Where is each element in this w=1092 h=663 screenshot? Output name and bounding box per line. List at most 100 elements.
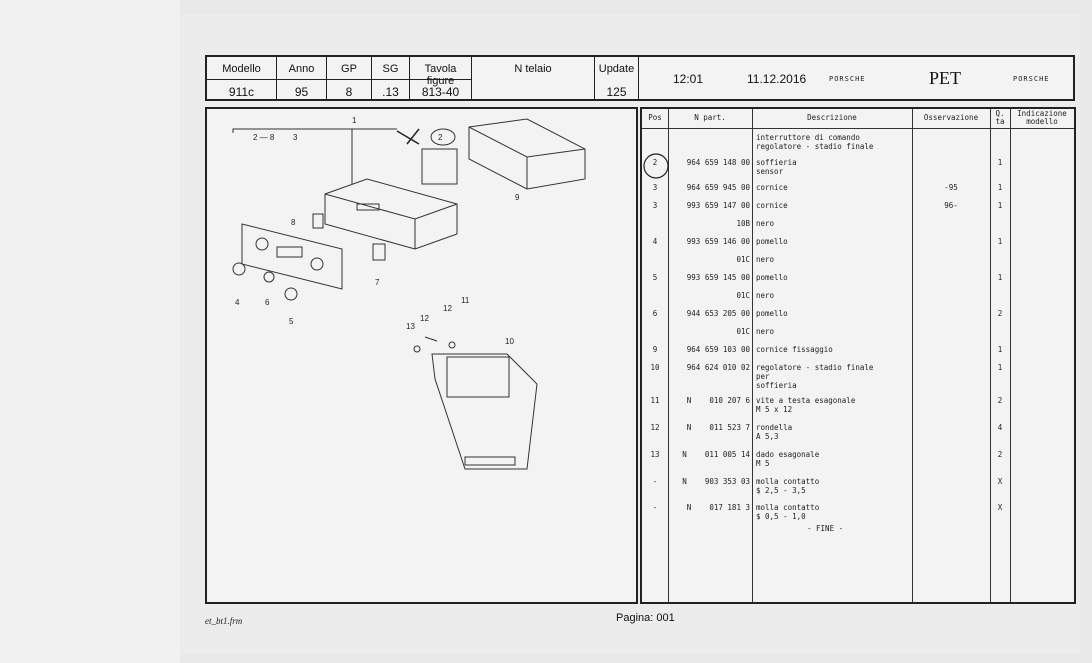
col-oss: Osservazione — [923, 113, 979, 122]
table-cell-qta: 2 — [997, 309, 1003, 318]
leader-line — [232, 128, 397, 133]
tavola-value: 813-40 — [421, 85, 460, 99]
update-cell: Update 125 — [595, 57, 639, 99]
table-cell-pos: 10 — [650, 363, 660, 372]
regulator-10 — [431, 353, 538, 470]
table-cell-pos: - — [652, 477, 658, 486]
regulator-block — [446, 356, 510, 398]
table-cell-qta: X — [997, 477, 1003, 486]
parts-drawing: 1 2 2 — 8 3 4 5 6 7 8 9 10 11 12 12 13 — [232, 116, 586, 470]
control-unit-slot — [356, 203, 380, 211]
modello-cell: Modello 911c — [207, 57, 277, 99]
table-cell-qta: 1 — [997, 183, 1003, 192]
table-cell-qta: 1 — [997, 237, 1003, 246]
header-table: Modello 911c Anno 95 GP 8 SG .13 Tavola … — [205, 55, 1075, 101]
table-cell-qta: 2 — [997, 450, 1003, 459]
fixing-frame-9 — [468, 118, 586, 190]
table-cell-qta: 1 — [997, 363, 1003, 372]
table-cell-part: 964 659 945 00 — [686, 183, 750, 192]
table-cell-part: 01C — [736, 255, 750, 264]
table-cell-qta: 4 — [997, 423, 1003, 432]
blower-sensor — [421, 148, 458, 185]
table-cell-desc: pomello — [756, 309, 788, 318]
sg-value: .13 — [382, 85, 399, 99]
porsche-logo-right: PORSCHE — [1013, 75, 1050, 83]
anno-value: 95 — [294, 85, 309, 99]
table-cell-desc: nero — [756, 255, 775, 264]
callout-10: 10 — [505, 337, 514, 346]
parts-table: Pos N part. Descrizione Osservazione Q. … — [640, 107, 1076, 604]
telaio-cell: N telaio — [472, 57, 595, 99]
pos-circle-annotation — [643, 153, 669, 179]
table-cell-desc: cornice fissaggio — [756, 345, 833, 354]
callout-11: 11 — [461, 296, 470, 305]
footer-file: et_bt1.frm — [205, 616, 243, 626]
table-cell-part: N 017 181 3 — [686, 503, 750, 512]
table-cell-pos: - — [652, 503, 658, 512]
left-margin — [0, 0, 180, 663]
table-cell-desc: pomello — [756, 273, 788, 282]
callout-5: 5 — [289, 317, 294, 326]
table-cell-qta: 1 — [997, 345, 1003, 354]
table-cell-desc: nero — [756, 327, 775, 336]
table-cell-qta: 1 — [997, 201, 1003, 210]
panel-knob-hole-2 — [310, 257, 324, 271]
table-cell-part: 964 659 103 00 — [686, 345, 750, 354]
col-qta: Q. ta — [995, 109, 1005, 126]
callout-8: 8 — [291, 218, 296, 227]
gp-value: 8 — [345, 85, 353, 99]
table-cell-qta: X — [997, 503, 1003, 512]
table-cell-pos: 4 — [652, 237, 658, 246]
callout-3: 3 — [293, 133, 298, 142]
table-cell-pos: 5 — [652, 273, 658, 282]
anno-cell: Anno 95 — [277, 57, 327, 99]
table-cell-part: 964 624 010 02 — [686, 363, 750, 372]
porsche-logo-left: PORSCHE — [829, 75, 866, 83]
table-cell-desc: molla contatto $ 0,5 - 1,0 — [756, 503, 820, 521]
table-cell-pos: 3 — [652, 201, 658, 210]
table-cell-part: 993 659 147 00 — [686, 201, 750, 210]
gp-label: GP — [341, 63, 357, 75]
sg-label: SG — [382, 63, 399, 75]
modello-value: 911c — [228, 85, 255, 99]
callout-9: 9 — [515, 193, 520, 202]
update-value: 125 — [606, 85, 627, 99]
callout-13: 13 — [406, 322, 415, 331]
table-cell-qta: 2 — [997, 396, 1003, 405]
table-cell-part: 01C — [736, 327, 750, 336]
callout-12b: 12 — [420, 314, 429, 323]
exploded-diagram: 1 2 2 — 8 3 4 5 6 7 8 9 10 11 12 12 13 — [205, 107, 638, 604]
knob-8 — [312, 213, 324, 229]
col-part: N part. — [694, 113, 726, 122]
table-cell-desc: dado esagonale M 5 — [756, 450, 820, 468]
col-ind: Indicazione modello — [1017, 109, 1067, 126]
panel-knob-hole-1 — [255, 237, 269, 251]
telaio-label: N telaio — [514, 63, 552, 75]
control-unit-1 — [324, 178, 458, 250]
table-cell-desc: regolatore - stadio finale per soffieria — [756, 363, 874, 390]
knob-6 — [263, 271, 275, 283]
washer-12 — [448, 341, 456, 349]
table-cell-oss: -95 — [944, 183, 958, 192]
callout-2: 2 — [438, 133, 443, 142]
callout-circle-2 — [430, 128, 456, 146]
table-cell-desc: molla contatto $ 2,5 - 3,5 — [756, 477, 820, 495]
table-cell-pos: 3 — [652, 183, 658, 192]
table-cell-oss: 96- — [944, 201, 958, 210]
table-cell-desc: vite a testa esagonale M 5 x 12 — [756, 396, 856, 414]
table-cell-desc: cornice — [756, 183, 788, 192]
callout-6: 6 — [265, 298, 270, 307]
modello-label: Modello — [222, 63, 261, 75]
table-cell-part: N 903 353 03 — [682, 477, 750, 486]
header-date: 11.12.2016 — [747, 72, 807, 86]
knob-4 — [232, 262, 246, 276]
anno-label: Anno — [288, 63, 315, 75]
pet-logo: PET — [929, 68, 962, 88]
table-cell-pos: 6 — [652, 309, 658, 318]
table-cell-pos: 2 — [652, 158, 658, 167]
callout-1: 1 — [352, 116, 357, 125]
callout-7: 7 — [375, 278, 380, 287]
fine-marker: - FINE - — [807, 524, 844, 533]
table-cell-desc: nero — [756, 291, 775, 300]
col-pos: Pos — [648, 113, 662, 122]
